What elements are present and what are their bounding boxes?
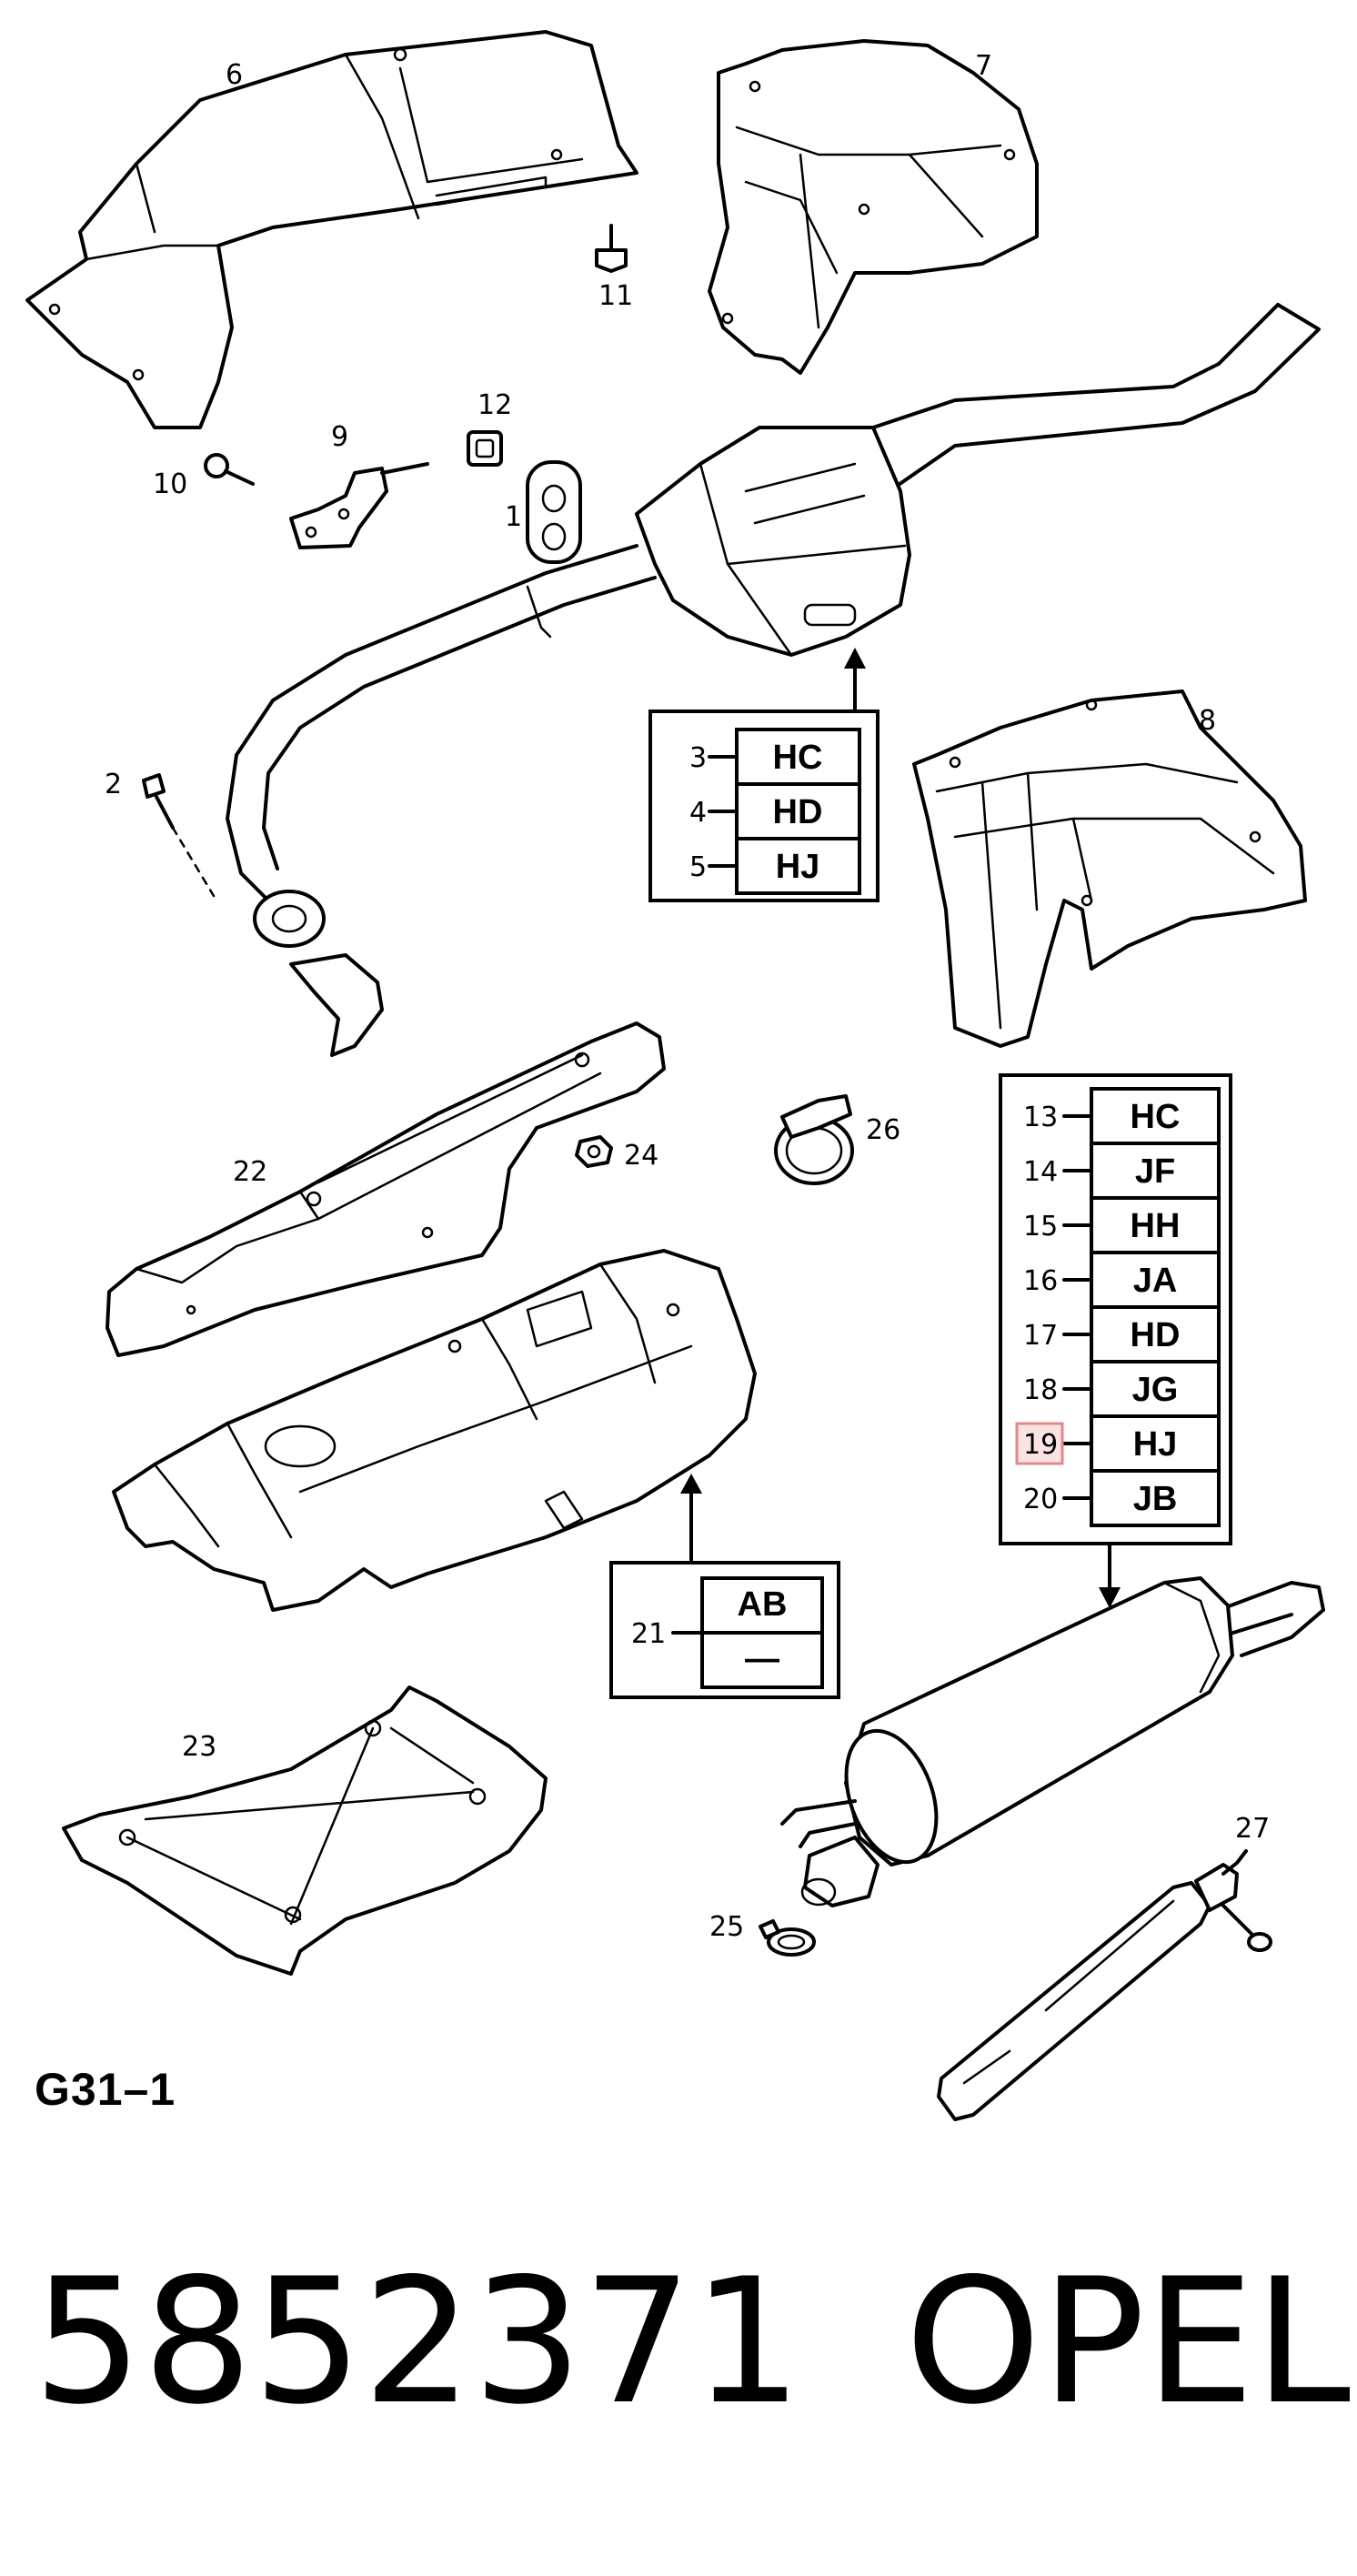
part-8-heat-shield xyxy=(912,689,1307,1048)
code-table-b-code-7: HJ xyxy=(1133,1425,1178,1464)
part-22-heat-shield xyxy=(106,1021,666,1357)
part-10-bolt xyxy=(204,453,255,486)
callout-1: 1 xyxy=(505,501,522,533)
code-table-c xyxy=(609,1561,840,1699)
code-table-c-code-2: — xyxy=(745,1640,779,1678)
callout-7: 7 xyxy=(975,50,992,82)
part-number: 5852371 xyxy=(33,2241,803,2442)
part-23-heat-shield xyxy=(62,1685,548,1976)
callout-27: 27 xyxy=(1235,1813,1270,1845)
part-11-bolt xyxy=(595,224,628,273)
highlight-item-19 xyxy=(1015,1422,1064,1465)
code-table-a-item-2: 4 xyxy=(689,797,707,829)
callout-25: 25 xyxy=(709,1911,744,1943)
code-table-a-item-1: 3 xyxy=(689,742,707,774)
brand-name: OPEL xyxy=(905,2241,1352,2442)
part-26-clamp xyxy=(774,1094,854,1185)
code-table-b-code-8: JB xyxy=(1133,1480,1178,1518)
code-table-b-item-6: 18 xyxy=(1023,1374,1058,1406)
code-table-a-code-3: HJ xyxy=(776,848,820,886)
callout-22: 22 xyxy=(233,1156,267,1188)
callout-11: 11 xyxy=(598,280,633,312)
callout-2: 2 xyxy=(105,769,122,800)
part-2-bolt xyxy=(142,773,216,898)
code-table-b-item-1: 13 xyxy=(1023,1102,1058,1133)
callout-10: 10 xyxy=(153,468,187,500)
code-table-c-item-1: 21 xyxy=(631,1618,666,1650)
part-25-clamp xyxy=(759,1919,816,1957)
part-12-grommet xyxy=(467,430,503,467)
callout-26: 26 xyxy=(866,1114,900,1146)
part-9-bracket xyxy=(289,462,429,549)
part-7-heat-shield xyxy=(708,39,1039,375)
callout-23: 23 xyxy=(182,1731,216,1763)
code-table-b-item-3: 15 xyxy=(1023,1211,1058,1243)
code-table-b-item-5: 17 xyxy=(1023,1320,1058,1352)
part-6-heat-shield xyxy=(25,30,638,429)
part-27-sealant-tube xyxy=(937,1849,1272,2121)
code-table-a xyxy=(648,648,880,902)
code-table-b-code-4: JA xyxy=(1133,1262,1178,1300)
code-table-c-code-1: AB xyxy=(738,1585,788,1624)
diagram-id-label: G31–1 xyxy=(35,2064,176,2115)
code-table-b-code-6: JG xyxy=(1132,1371,1179,1409)
code-table-a-item-3: 5 xyxy=(689,851,707,883)
code-table-b-code-2: JF xyxy=(1135,1152,1175,1191)
part-24-nut xyxy=(575,1135,613,1168)
arrowhead-21 xyxy=(680,1474,702,1494)
code-table-b-item-2: 14 xyxy=(1023,1156,1058,1188)
part-1-rubber-mount xyxy=(526,460,582,564)
code-table-a-code-1: HC xyxy=(773,739,823,777)
code-table-b-code-1: HC xyxy=(1131,1098,1181,1136)
callout-8: 8 xyxy=(1199,705,1216,737)
callout-9: 9 xyxy=(331,421,348,453)
front-pipe-assembly xyxy=(226,303,1321,1057)
code-table-b-item-8: 20 xyxy=(1023,1484,1058,1515)
callout-6: 6 xyxy=(226,59,243,91)
code-table-b-code-3: HH xyxy=(1131,1207,1181,1245)
rear-muffler xyxy=(780,1576,1325,1907)
code-table-b-item-7: 19 xyxy=(1023,1429,1058,1461)
callout-12: 12 xyxy=(477,389,512,421)
code-table-b xyxy=(999,1073,1232,1608)
code-table-b-code-5: HD xyxy=(1131,1316,1181,1354)
code-table-a-code-2: HD xyxy=(773,793,823,831)
part-21-heat-shield xyxy=(112,1249,757,1612)
code-table-b-item-4: 16 xyxy=(1023,1265,1058,1297)
callout-24: 24 xyxy=(624,1140,658,1172)
